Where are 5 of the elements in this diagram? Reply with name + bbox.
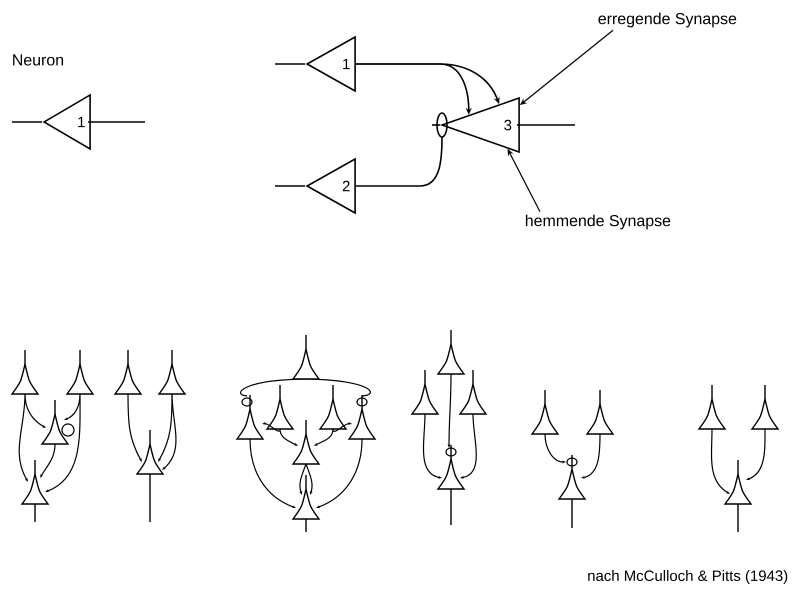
synapse-connector [356,112,448,187]
caption: nach McCulloch & Pitts (1943) [588,570,788,584]
neuron-caption: Neuron [13,54,64,66]
callout-text: hemmende Synapse [526,214,670,230]
callout-text: erregende Synapse [598,12,736,28]
